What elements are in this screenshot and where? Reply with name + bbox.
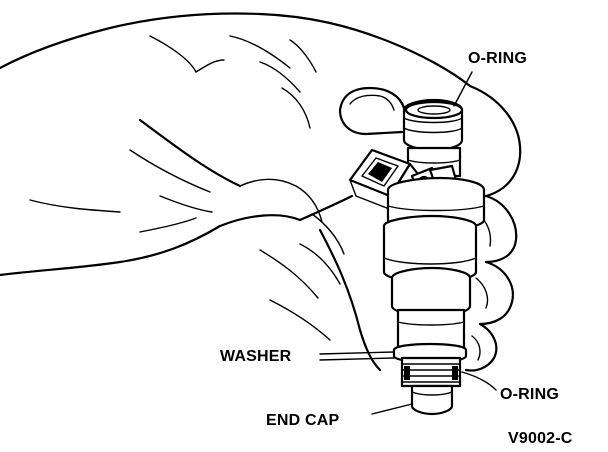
figure-code: V9002-C [508,430,573,447]
label-end-cap: END CAP [266,412,340,429]
leader-lines [319,71,497,415]
hand-outline [0,12,522,372]
label-o-ring-bottom: O-RING [500,386,559,403]
fuel-injector [348,98,486,416]
label-washer: WASHER [220,348,292,365]
label-o-ring-top: O-RING [468,50,527,67]
